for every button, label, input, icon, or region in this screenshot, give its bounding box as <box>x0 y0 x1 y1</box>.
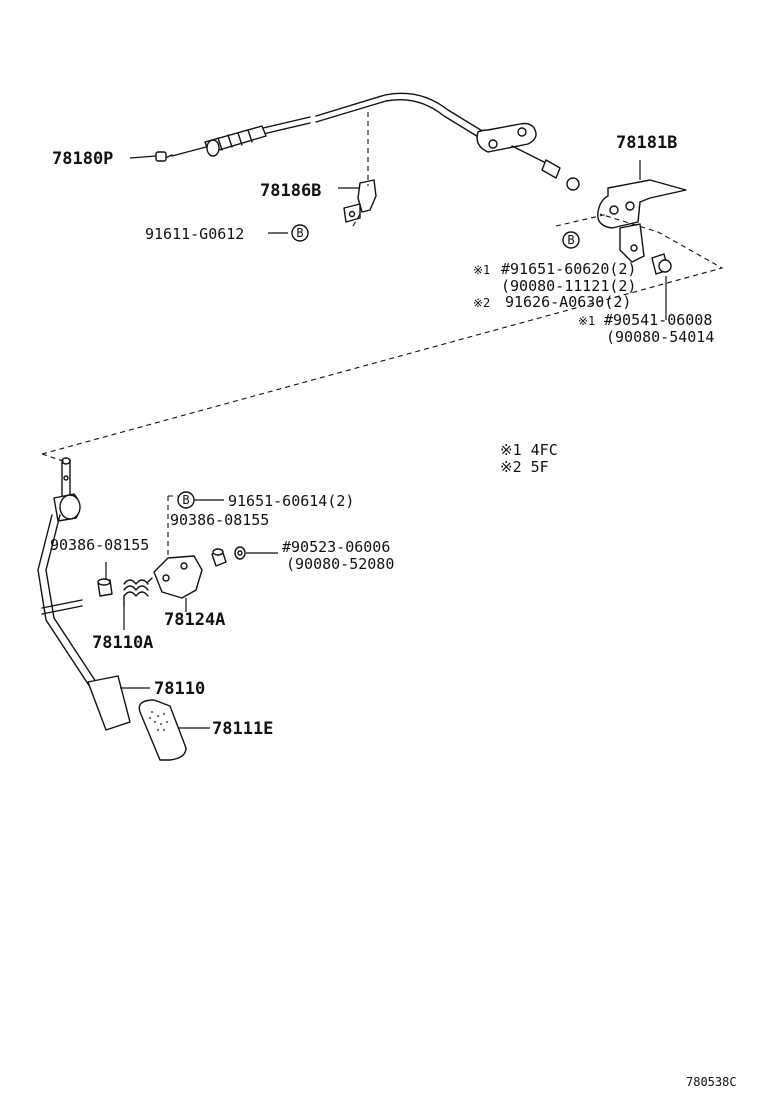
label-90386-08155-left: 90386-08155 <box>50 536 149 554</box>
leader-lines <box>105 155 667 729</box>
label-78110A: 78110A <box>92 633 153 653</box>
label-90523-06006: #90523-06006 <box>282 538 390 556</box>
label-78111E: 78111E <box>212 719 273 739</box>
return-spring <box>123 577 153 607</box>
label-91651-60620: #91651-60620(2) <box>501 260 636 278</box>
pedal-stopper-bracket <box>153 555 203 599</box>
label-91626-A0630: 91626-A0630(2) <box>505 293 631 311</box>
bushing-left <box>97 578 113 597</box>
note-5f: ※2 5F <box>500 458 549 476</box>
diagram-reference-code: 780538C <box>686 1075 737 1089</box>
b-marker-right: B <box>562 231 580 249</box>
b-marker-lower: B <box>177 491 195 509</box>
b-marker-upper: B <box>291 224 309 242</box>
bushing-right <box>211 548 227 567</box>
label-90080-54014: (90080-54014 <box>606 328 714 346</box>
cable-clamp <box>343 179 377 223</box>
label-91611-G0612: 91611-G0612 <box>145 225 244 243</box>
b-marker-upper-text: B <box>296 226 303 240</box>
label-78181B: 78181B <box>616 133 677 153</box>
note-4fc: ※1 4FC <box>500 441 558 459</box>
pedal-arm <box>37 457 131 731</box>
label-90080-52080: (90080-52080 <box>286 555 394 573</box>
label-90386-08155-right: 90386-08155 <box>170 511 269 529</box>
pedal-pad-cover <box>138 699 187 761</box>
clip-washer <box>234 546 246 560</box>
label-91651-60614: 91651-60614(2) <box>228 492 354 510</box>
label-90080-11121: (90080-11121(2) <box>501 277 636 295</box>
label-90541-06008: #90541-06008 <box>604 311 712 329</box>
label-star1-b: ※1 <box>578 314 595 328</box>
throttle-bracket <box>597 179 687 275</box>
b-marker-right-text: B <box>567 233 574 247</box>
label-78180P: 78180P <box>52 149 113 169</box>
label-star1-a: ※1 <box>473 263 490 277</box>
accelerator-cable <box>155 92 580 191</box>
label-star2: ※2 <box>473 296 490 310</box>
label-78186B: 78186B <box>260 181 321 201</box>
label-78110: 78110 <box>154 679 205 699</box>
b-marker-lower-text: B <box>182 493 189 507</box>
assembly-guide-lines <box>41 112 724 556</box>
label-78124A: 78124A <box>164 610 225 630</box>
